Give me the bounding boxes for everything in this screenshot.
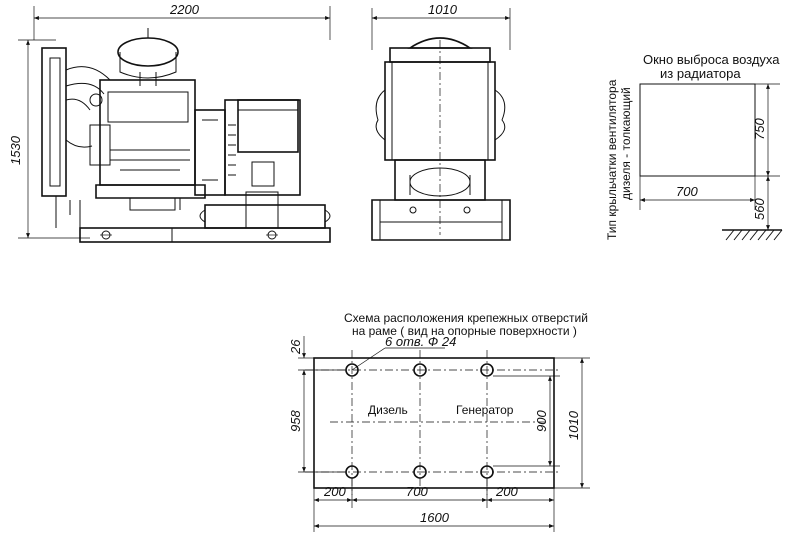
mount-holes [345,363,494,479]
fan-type-line1: Тип крыльчатки вентилятора [605,79,619,240]
frame-title-line1: Схема расположения крепежных отверстий [344,311,588,325]
frame-seg-mid-dim: 700 [406,484,428,499]
side-length-dim: 2200 [169,2,200,17]
holes-note: 6 отв. Ф 24 [385,334,456,349]
radiator-width-dim: 700 [676,184,698,199]
ground-hatch [725,229,783,241]
frame-outer-height-dim: 1010 [566,410,581,440]
frame-left-height-dim: 958 [288,410,303,432]
frame-total-dim: 1600 [420,510,450,525]
generator-label: Генератор [456,403,514,417]
frame-seg-left-dim: 200 [323,484,346,499]
radiator-title-line2: из радиатора [660,66,741,81]
diesel-label: Дизель [368,403,408,417]
radiator-height-dim: 750 [752,118,767,140]
frame-inner-height-dim: 900 [534,410,549,432]
frame-top-dim: 26 [288,339,303,355]
side-view: 2200 1530 [8,2,331,243]
front-width-dim: 1010 [428,2,458,17]
side-height-dim: 1530 [8,135,23,165]
radiator-title-line1: Окно выброса воздуха [643,52,780,67]
front-view: 1010 [371,2,511,241]
frame-seg-right-dim: 200 [495,484,518,499]
radiator-base-dim: 560 [752,198,767,220]
frame-title-line2: на раме ( вид на опорные поверхности ) [352,324,577,338]
radiator-window: Окно выброса воздуха из радиатора Тип кр… [605,52,783,241]
fan-type-line2: дизеля - толкающий [619,87,633,200]
frame-hole-scheme: Схема расположения крепежных отверстий н… [288,311,590,532]
